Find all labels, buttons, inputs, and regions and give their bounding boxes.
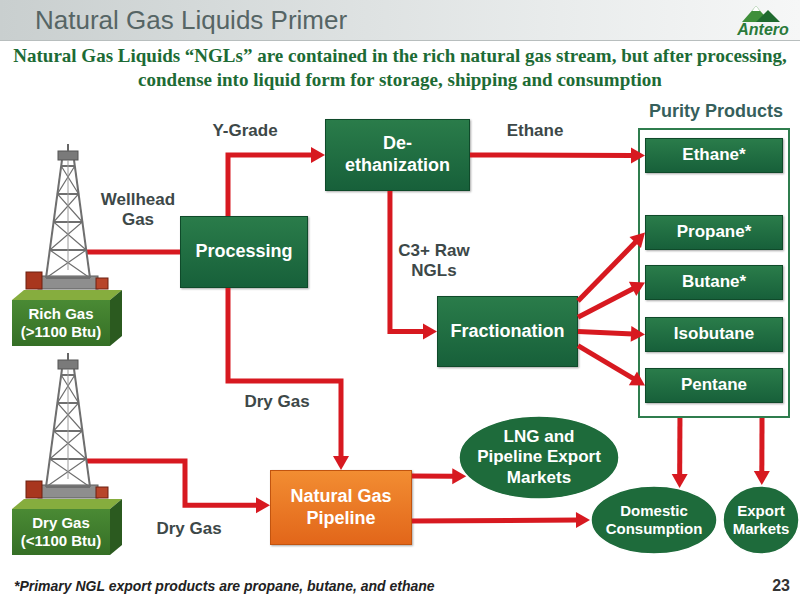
node-text: Isobutane: [674, 324, 754, 344]
flow-line: [412, 518, 578, 524]
arrow-head: [311, 147, 325, 163]
flow-line: [759, 418, 764, 473]
node-text: Rich Gas (>1100 Btu): [12, 300, 110, 346]
market-ellipse: Export Markets: [722, 485, 800, 555]
process-box: Fractionation: [437, 296, 578, 367]
flow-line: [578, 241, 637, 301]
node-text: Processing: [195, 241, 292, 263]
flow-line: [122, 249, 180, 254]
slide-title: Natural Gas Liquids Primer: [35, 5, 347, 36]
flow-arrow: [122, 251, 180, 252]
node-text: Dry Gas (<1100 Btu): [12, 509, 110, 555]
arrow-head: [256, 497, 270, 513]
product-box: Propane*: [645, 215, 783, 250]
edge-label: Dry Gas: [144, 519, 234, 539]
dry-gas-well: [12, 353, 122, 555]
flow-arrow: [412, 468, 466, 484]
node-text: LNG and Pipeline Export Markets: [474, 427, 604, 488]
flow-arrow: [122, 461, 270, 513]
market-ellipse: LNG and Pipeline Export Markets: [458, 415, 620, 500]
node-text: Ethane*: [682, 145, 745, 165]
rich-gas-well: [12, 144, 122, 346]
flow-arrow: [578, 282, 645, 317]
flow-line: [122, 461, 258, 505]
product-box: Butane*: [645, 265, 783, 300]
company-logo-text: Antero: [728, 21, 798, 39]
market-ellipse: Domestic Consumption: [590, 485, 718, 555]
group-heading: Purity Products: [626, 101, 800, 123]
page-number: 23: [740, 577, 790, 595]
flow-arrow: [578, 326, 645, 342]
product-group: Purity ProductsEthane*Propane*Butane*Iso…: [638, 128, 790, 418]
edge-label: Y-Grade: [200, 121, 290, 141]
node-text: Domestic Consumption: [599, 502, 709, 538]
arrow-head: [333, 456, 349, 470]
flow-line: [578, 346, 635, 380]
flow-arrow: [228, 147, 325, 216]
node-text: Pentane: [681, 375, 747, 395]
flow-arrow: [578, 233, 645, 301]
footnote: *Primary NGL export products are propane…: [14, 578, 614, 594]
pipeline-box: Natural Gas Pipeline: [270, 470, 412, 545]
flow-line: [578, 332, 633, 334]
flow-arrow: [672, 418, 688, 488]
node-text: Butane*: [682, 272, 746, 292]
gas-well: Rich Gas (>1100 Btu): [10, 150, 122, 346]
flow-line: [677, 418, 682, 476]
product-box: Isobutane: [645, 317, 783, 352]
company-logo: [742, 6, 780, 22]
edge-label: Ethane: [490, 121, 580, 141]
product-box: Ethane*: [645, 138, 783, 173]
node-text: Natural Gas Pipeline: [276, 486, 406, 529]
logo-snow: [752, 6, 760, 11]
ellipse-shape: [459, 416, 619, 499]
flow-line: [228, 288, 341, 458]
gas-well: Dry Gas (<1100 Btu): [10, 359, 122, 555]
flow-arrow: [228, 288, 349, 470]
node-text: De- ethanization: [342, 133, 454, 176]
edge-label: C3+ Raw NGLs: [392, 241, 476, 282]
arrow-head: [754, 471, 770, 485]
ellipse-shape: [591, 486, 717, 554]
arrow-head: [576, 512, 590, 528]
arrow-head: [672, 474, 688, 488]
flow-arrow: [754, 418, 770, 485]
node-text: Export Markets: [725, 502, 797, 538]
process-box: De- ethanization: [325, 119, 470, 191]
flow-arrow: [470, 147, 645, 163]
edge-label: Dry Gas: [232, 392, 322, 412]
flow-line: [412, 474, 454, 479]
process-box: Processing: [180, 216, 308, 288]
ellipse-shape: [723, 486, 799, 554]
flow-line: [470, 153, 633, 158]
flow-line: [390, 191, 425, 332]
subtitle: Natural Gas Liquids “NGLs” are contained…: [6, 44, 794, 92]
product-box: Pentane: [645, 368, 783, 403]
edge-label: Wellhead Gas: [86, 190, 190, 231]
arrow-head: [423, 324, 437, 340]
flow-arrow: [412, 512, 590, 528]
flow-line: [578, 288, 634, 317]
flow-arrow: [578, 346, 645, 386]
logo-mountain: [756, 10, 780, 22]
flow-line: [228, 155, 313, 216]
node-text: Fractionation: [450, 321, 564, 343]
node-text: Propane*: [677, 222, 752, 242]
